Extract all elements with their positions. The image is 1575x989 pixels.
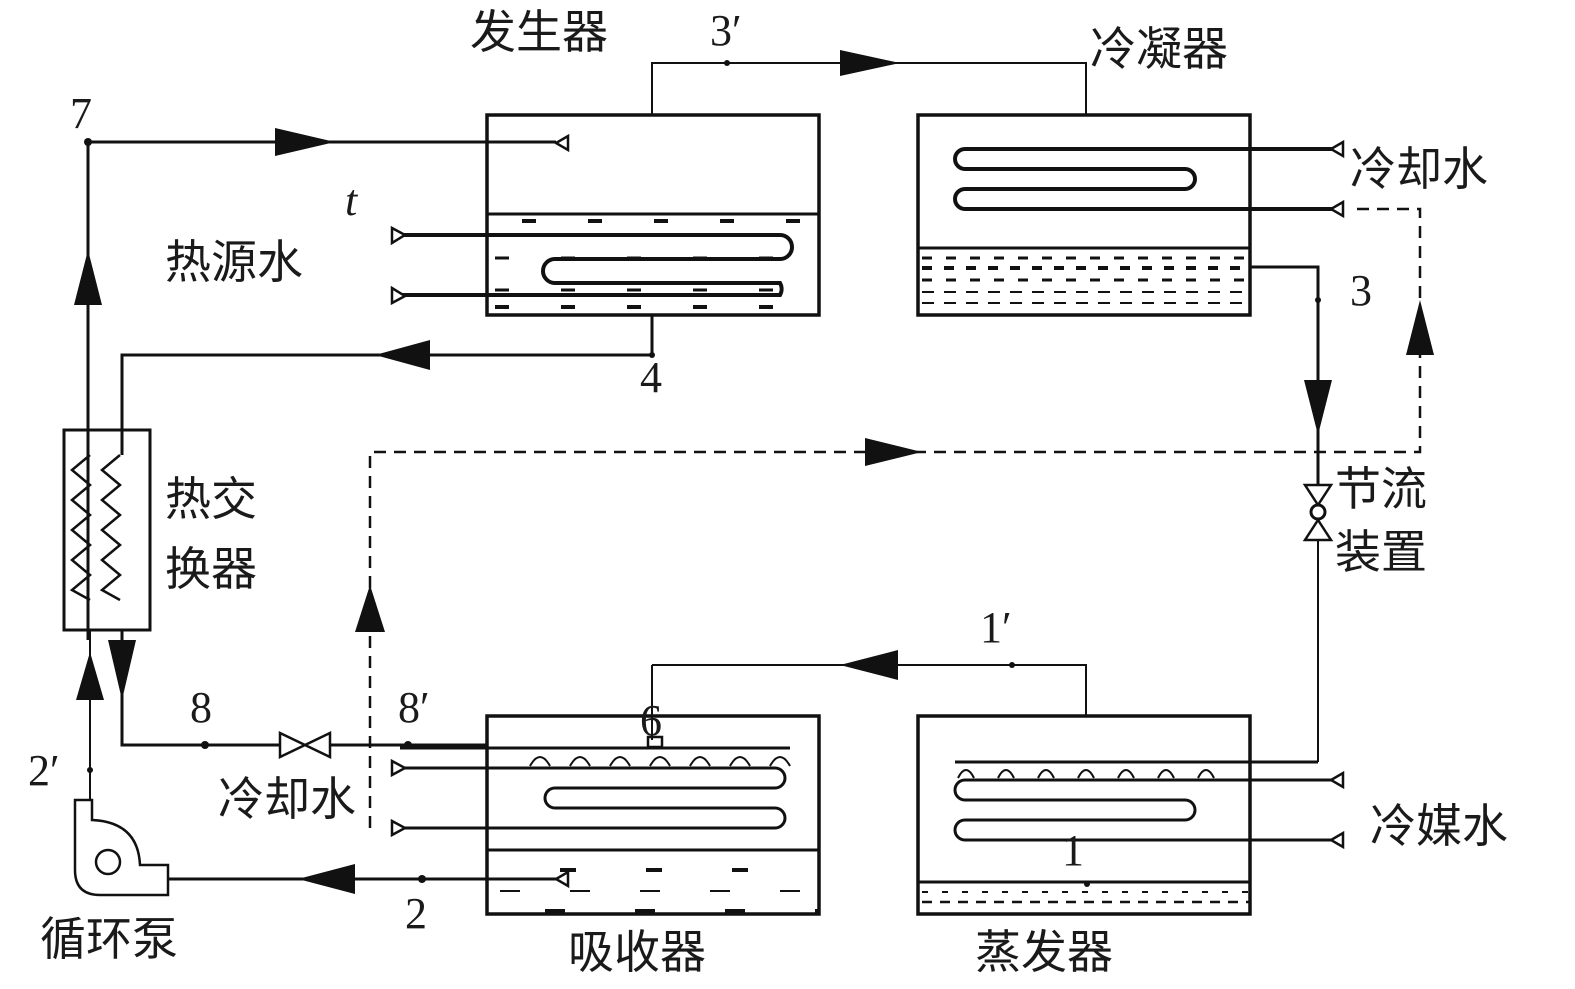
cooling-water-inlet-icon [1328, 139, 1345, 159]
expansion-valve-icon [278, 731, 332, 759]
pump-icon [73, 798, 170, 897]
heat-exchanger-label-1: 热交 [165, 472, 257, 526]
heat-source-water-label: 热源水 [165, 235, 303, 289]
heat-source-outlet-icon [390, 285, 408, 306]
chilled-water-outlet-icon [1328, 830, 1345, 850]
arrow-left-icon [375, 340, 430, 370]
point-1: 1 [1062, 826, 1084, 875]
cooling-water-inlet-icon [390, 758, 408, 778]
arrow-up-icon [355, 585, 385, 632]
point-4: 4 [640, 353, 662, 402]
chilled-water-inlet-icon [1328, 770, 1345, 790]
heat-source-inlet-icon [390, 225, 408, 246]
cooling-water-outlet-icon [390, 818, 408, 838]
cooling-water-absorber-label: 冷却水 [218, 772, 356, 826]
throttle-device-icon [1302, 483, 1334, 542]
point-3-prime: 3′ [710, 6, 742, 55]
absorber-label: 吸收器 [568, 925, 706, 979]
flow-arrows [74, 50, 1434, 894]
point-t: t [345, 176, 359, 225]
point-7: 7 [70, 89, 92, 138]
arrow-right-icon [865, 438, 922, 466]
generator-label: 发生器 [470, 5, 608, 59]
throttle-label-2: 装置 [1335, 525, 1427, 579]
throttle-label-1: 节流 [1335, 462, 1427, 516]
pump-label: 循环泵 [40, 912, 178, 966]
point-3: 3 [1350, 266, 1372, 315]
point-1-prime: 1′ [980, 603, 1012, 652]
point-6: 6 [640, 696, 662, 745]
evaporator-label: 蒸发器 [975, 925, 1113, 979]
absorber [390, 714, 821, 916]
arrow-right-icon [840, 50, 900, 76]
arrow-up-icon [76, 652, 104, 700]
spray-nozzles [957, 769, 1215, 779]
point-2: 2 [405, 889, 427, 938]
spray-header-icon [646, 735, 664, 749]
chilled-water-label: 冷媒水 [1370, 799, 1508, 853]
arrow-down-icon [108, 640, 136, 700]
point-8: 8 [190, 683, 212, 732]
cooling-water-condenser-label: 冷却水 [1350, 142, 1488, 196]
spray-nozzles [529, 756, 791, 767]
evaporator [916, 714, 1345, 916]
heat-exchanger [62, 428, 152, 632]
condenser-label: 冷凝器 [1090, 22, 1228, 76]
generator [390, 113, 821, 317]
arrow-down-icon [1304, 380, 1332, 435]
arrow-up-icon [74, 250, 102, 305]
condenser [916, 113, 1345, 317]
heat-exchanger-label-2: 换器 [165, 542, 257, 596]
arrow-right-icon [275, 128, 335, 156]
point-2-prime: 2′ [28, 746, 60, 795]
cooling-water-outlet-icon [1328, 199, 1345, 219]
arrow-left-icon [840, 650, 898, 680]
point-8-prime: 8′ [398, 683, 430, 732]
arrow-up-icon [1406, 300, 1434, 355]
solution-inlet-icon [553, 133, 570, 153]
arrow-left-icon [298, 864, 355, 894]
